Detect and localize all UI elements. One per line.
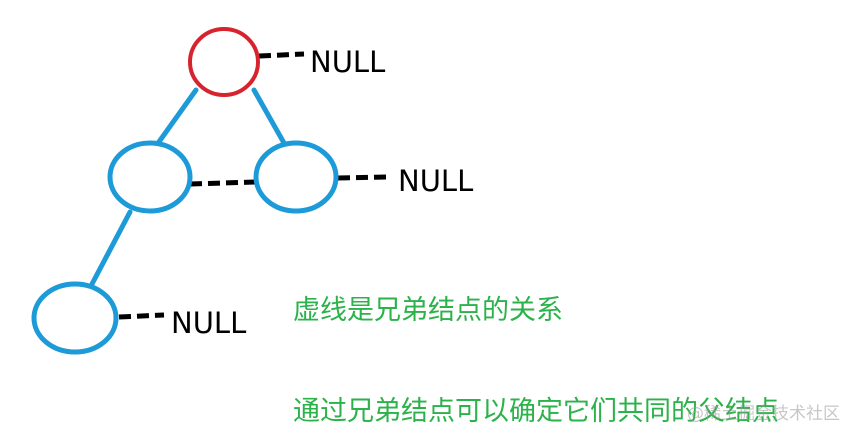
watermark: @稀土掘金技术社区 [687,404,840,424]
null-label-root: NULL [310,45,385,79]
caption-find-parent: 通过兄弟结点可以确定它们共同的父结点 [293,396,779,427]
null-label-right-child: NULL [398,164,473,198]
edge-left-child-to-grandchild [89,209,133,287]
left-grandchild-node [31,281,119,355]
null-link-left-grandchild [118,312,165,320]
caption-sibling-relation: 虚线是兄弟结点的关系 [293,295,563,326]
left-child-node [107,140,193,214]
right-child-node [253,140,339,214]
edge-root-to-left-child [153,87,199,149]
sibling-link-left-to-right [189,179,256,187]
null-link-root [258,51,305,59]
null-link-right-child [337,174,390,181]
edge-root-to-right-child [251,87,287,146]
null-label-left-grandchild: NULL [171,306,246,340]
root-node [188,27,260,97]
